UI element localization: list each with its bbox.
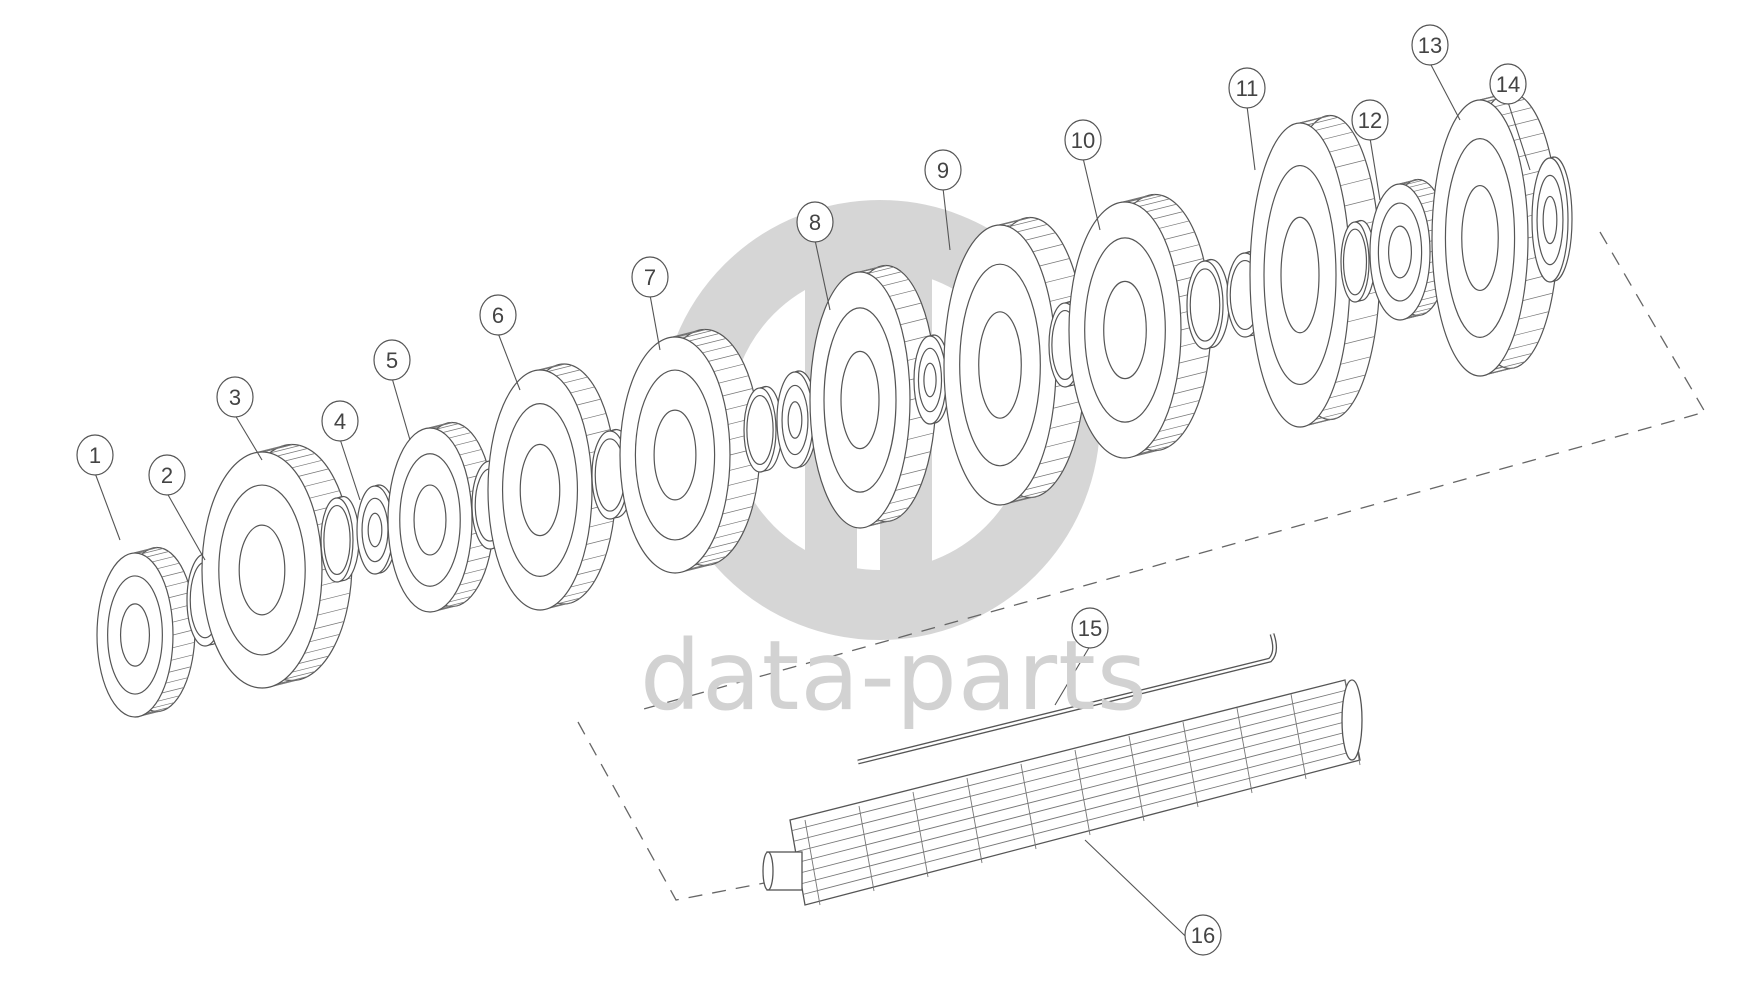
component-8-gear (487, 363, 617, 611)
callout-label: 4 (334, 409, 346, 434)
callout-12: 12 (1351, 99, 1389, 201)
callout-10: 10 (1064, 119, 1102, 231)
callout-8: 8 (796, 201, 834, 311)
component-1-gear (96, 546, 196, 718)
assembly-boundary-upper (639, 231, 1706, 711)
callout-label: 7 (644, 265, 656, 290)
component-24-washer (1531, 156, 1573, 283)
watermark-text: data-parts (640, 620, 1148, 732)
callout-14: 14 (1489, 63, 1531, 171)
component-15-gear (943, 216, 1087, 506)
component-3-hub (201, 443, 353, 689)
callout-label: 10 (1071, 128, 1095, 153)
component-4-ring (320, 495, 360, 583)
callout-13: 13 (1411, 24, 1461, 121)
component-20-gear (1249, 114, 1381, 428)
component-17-hub (1068, 193, 1212, 459)
callout-5: 5 (373, 339, 411, 441)
component-22-gear (1369, 178, 1449, 321)
callout-label: 12 (1358, 108, 1382, 133)
component-6-gear (387, 421, 495, 613)
callout-6: 6 (479, 294, 521, 391)
component-12-washer (776, 370, 818, 469)
gear-train (96, 91, 1573, 718)
callout-3: 3 (216, 376, 263, 461)
component-23-gear (1431, 91, 1559, 377)
callout-label: 13 (1418, 33, 1442, 58)
component-14-washer (913, 334, 951, 425)
component-13-gear (809, 264, 937, 529)
callout-label: 8 (809, 210, 821, 235)
callout-16: 16 (1084, 839, 1222, 956)
component-18-ring (1186, 258, 1230, 350)
component-10-hub (619, 328, 761, 574)
callout-label: 9 (937, 158, 949, 183)
callout-2: 2 (148, 454, 206, 561)
callout-label: 6 (492, 303, 504, 328)
callout-label: 3 (229, 385, 241, 410)
component-5-washer (356, 484, 398, 575)
callout-1: 1 (76, 434, 121, 541)
callout-label: 2 (161, 463, 173, 488)
callout-7: 7 (631, 256, 669, 351)
callout-label: 1 (89, 443, 101, 468)
callout-label: 14 (1496, 72, 1520, 97)
assembly-boundary-lower (577, 721, 781, 901)
callout-11: 11 (1228, 67, 1266, 171)
callout-label: 15 (1078, 616, 1102, 641)
callout-label: 11 (1236, 76, 1259, 101)
component-21-ring (1340, 219, 1376, 303)
callout-label: 16 (1191, 923, 1215, 948)
callout-label: 5 (386, 348, 398, 373)
component-11-ring (743, 385, 783, 473)
callout-15: 15 (1054, 607, 1109, 706)
callout-9: 9 (924, 149, 962, 251)
spring-rod (857, 633, 1278, 765)
main-shaft (762, 679, 1363, 906)
callout-4: 4 (321, 400, 361, 501)
